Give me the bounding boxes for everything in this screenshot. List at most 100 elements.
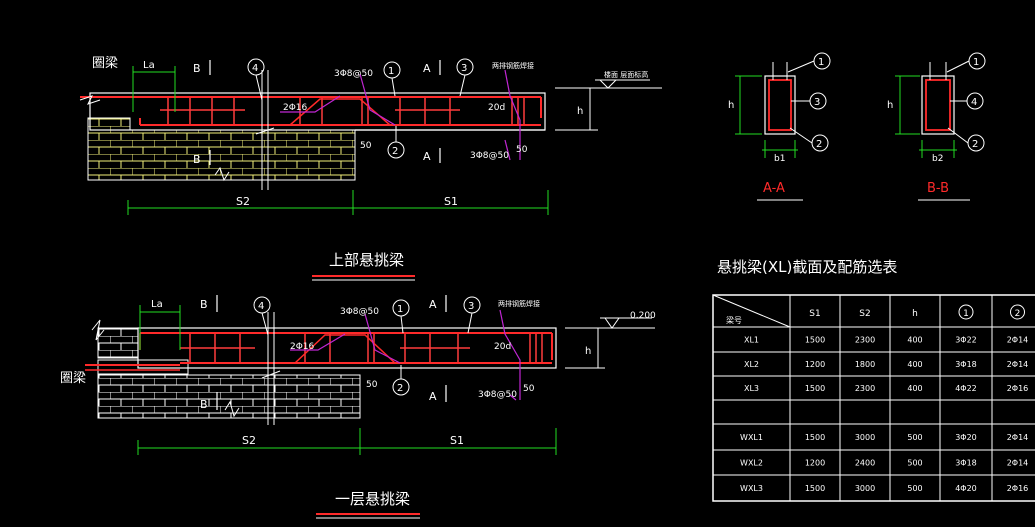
upper-elevation-note: 楼面 层面标高	[604, 70, 648, 79]
table-title: 悬挑梁(XL)截面及配筋选表	[717, 258, 897, 276]
table-row-label: WXL3	[740, 484, 763, 493]
table-row-label: XL1	[744, 336, 759, 345]
upper-callout-4: 4	[252, 63, 258, 74]
upper-stirrups	[160, 98, 525, 124]
table-header-cell: S1	[809, 309, 820, 319]
table-cell: 2Φ14	[1007, 433, 1029, 442]
ground-stirrup-note-2: 3Φ8@50	[478, 390, 517, 400]
aa-callout-3: 3	[814, 97, 820, 108]
ground-dim-50: 50	[366, 380, 378, 390]
table-cell: 3Φ18	[955, 360, 977, 369]
table-cell: 3Φ22	[955, 336, 977, 345]
ground-masonry-left	[97, 327, 139, 359]
table-cell: 3Φ20	[955, 433, 977, 442]
table-cell: 500	[907, 459, 922, 468]
table-row-label: XL2	[744, 360, 759, 369]
table-cell: 2Φ14	[1007, 459, 1029, 468]
table-cell: 2Φ14	[1007, 360, 1029, 369]
ground-callout-4: 4	[258, 301, 264, 312]
section-b-b: 1 4 2 h b2 B-B	[887, 52, 986, 201]
table-header-cell: 1	[963, 309, 969, 319]
ground-ring-beam-label: 圈梁	[60, 371, 86, 386]
upper-callout-3: 3	[461, 63, 467, 74]
upper-section-b-top: B	[193, 62, 201, 75]
upper-beam-elevation: 圈梁 La B B A A 4 1 3 2 3Φ8@50 2Φ16 20d 50…	[79, 56, 662, 281]
bb-title: B-B	[927, 181, 949, 196]
aa-callout-2: 2	[816, 139, 822, 150]
table-cell: 2Φ14	[1007, 336, 1029, 345]
upper-section-a-bottom: A	[423, 150, 431, 163]
table-row-label: WXL2	[740, 459, 763, 468]
table-cell: 3000	[855, 484, 875, 493]
bb-b-label: b2	[932, 154, 943, 164]
ground-callouts	[253, 296, 481, 396]
ground-stirrup-note: 3Φ8@50	[340, 307, 379, 317]
upper-callout-2: 2	[392, 146, 398, 157]
ground-span-dimension	[137, 428, 557, 455]
table-cell: 3000	[855, 433, 875, 442]
table-cell: 2Φ16	[1007, 484, 1029, 493]
ground-elevation-label: 0.200	[630, 311, 656, 321]
upper-stirrup-note: 3Φ8@50	[334, 69, 373, 79]
ground-dim-50b: 50	[523, 384, 535, 394]
ground-s1-label: S1	[450, 434, 464, 447]
table-cell: 1500	[805, 384, 825, 393]
ground-beam-outline	[137, 327, 557, 369]
table-cell: 1500	[805, 484, 825, 493]
upper-dim-50b: 50	[516, 145, 528, 155]
table-cell: 2Φ16	[1007, 384, 1029, 393]
table-cell: 500	[907, 433, 922, 442]
upper-h-label: h	[577, 106, 583, 117]
table-cell: 1800	[855, 360, 875, 369]
upper-ring-beam-label: 圈梁	[92, 56, 118, 71]
upper-callouts	[247, 58, 474, 159]
table-cell: 400	[907, 360, 922, 369]
table-cell: 500	[907, 484, 922, 493]
upper-section-b-bottom: B	[193, 153, 201, 166]
ground-callout-1: 1	[397, 304, 403, 315]
ground-beam-title: 一层悬挑梁	[335, 490, 410, 508]
ground-weld-note: 两排钢筋焊接	[498, 299, 540, 308]
ground-bent-bar-label: 2Φ16	[290, 342, 315, 352]
upper-beam-outline	[89, 92, 546, 131]
table-row-label: XL3	[744, 384, 759, 393]
ground-s2-label: S2	[242, 434, 256, 447]
ground-section-b-top: B	[200, 298, 208, 311]
bb-callout-1: 1	[973, 57, 979, 68]
table-header-circle	[1010, 304, 1025, 320]
table-cell: 2300	[855, 384, 875, 393]
table-cell: 2300	[855, 336, 875, 345]
table-cell: 2400	[855, 459, 875, 468]
table-row-label: WXL1	[740, 433, 763, 442]
table-cell: 4Φ20	[955, 484, 977, 493]
table-cell: 400	[907, 384, 922, 393]
table-cell: 1200	[805, 459, 825, 468]
upper-weld-note: 两排钢筋焊接	[492, 61, 534, 70]
ground-la-label: La	[151, 299, 163, 310]
upper-section-a-top: A	[423, 62, 431, 75]
ground-anchor-label: 20d	[494, 342, 511, 352]
ground-section-a-bottom: A	[429, 390, 437, 403]
ground-section-a-top: A	[429, 298, 437, 311]
bb-callout-2: 2	[972, 139, 978, 150]
aa-b-label: b1	[774, 154, 785, 164]
upper-s1-label: S1	[444, 195, 458, 208]
upper-la-label: La	[143, 60, 155, 71]
bb-h-label: h	[887, 100, 893, 111]
upper-span-dimension	[127, 190, 549, 215]
ground-stirrups	[180, 334, 543, 362]
upper-anchor-label: 20d	[488, 103, 505, 113]
table-header-circle	[958, 304, 974, 320]
ground-masonry-wall	[97, 374, 361, 419]
table-cell: 4Φ22	[955, 384, 977, 393]
table-cell: 1200	[805, 360, 825, 369]
table-cell: 400	[907, 336, 922, 345]
upper-s2-label: S2	[236, 195, 250, 208]
table-header-cell: h	[912, 309, 918, 319]
bb-callout-4: 4	[971, 97, 977, 108]
table-cell: 1500	[805, 433, 825, 442]
upper-bent-bar-label: 2Φ16	[283, 103, 308, 113]
upper-stirrup-note-2: 3Φ8@50	[470, 151, 509, 161]
ground-h-label: h	[585, 346, 591, 357]
